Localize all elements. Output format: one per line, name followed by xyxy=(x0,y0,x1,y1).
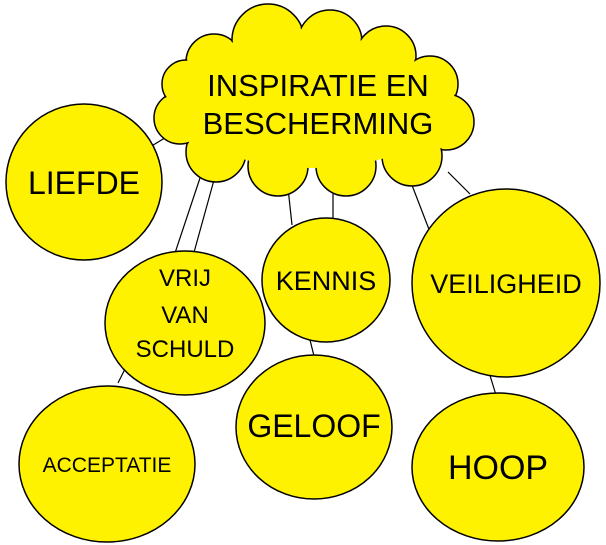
node-kennis: KENNIS xyxy=(261,217,391,343)
cloud-fill xyxy=(155,5,473,195)
connector-root-veiligheid-2 xyxy=(447,171,471,195)
node-veiligheid-label: VEILIGHEID xyxy=(430,269,582,299)
node-geloof: GELOOF xyxy=(235,354,393,500)
root-label-line-1: INSPIRATIE EN xyxy=(207,68,429,103)
connector-root-vrij-1 xyxy=(171,177,201,263)
node-liefde-circle xyxy=(5,103,163,261)
node-vrij-van-schuld-circle xyxy=(104,250,266,396)
node-hoop-label: HOOP xyxy=(448,449,548,487)
node-acceptatie-label: ACCEPTATIE xyxy=(43,454,172,477)
connector-kennis-geloof xyxy=(309,339,315,357)
connector-root-vrij-2 xyxy=(192,179,215,257)
node-vrij-label-line-2: VAN xyxy=(161,302,209,329)
node-veiligheid: VEILIGHEID xyxy=(411,188,601,378)
node-liefde: LIEFDE xyxy=(5,103,163,261)
node-geloof-circle xyxy=(235,354,393,500)
node-kennis-label: KENNIS xyxy=(276,266,377,296)
node-acceptatie-circle xyxy=(18,385,196,543)
node-veiligheid-circle xyxy=(411,188,601,378)
node-liefde-label: LIEFDE xyxy=(28,165,140,201)
node-vrij-label-line-3: SCHULD xyxy=(136,336,235,363)
node-acceptatie: ACCEPTATIE xyxy=(18,385,196,543)
connector-lines xyxy=(117,135,497,396)
connector-root-veiligheid-1 xyxy=(409,179,431,233)
root-cloud-node: INSPIRATIE EN BESCHERMING xyxy=(153,3,475,197)
node-vrij-van-schuld: VRIJ VAN SCHULD xyxy=(104,250,266,396)
node-geloof-label: GELOOF xyxy=(247,408,380,444)
node-vrij-label-line-1: VRIJ xyxy=(159,265,211,292)
node-hoop: HOOP xyxy=(411,392,585,542)
node-hoop-circle xyxy=(411,392,585,542)
node-kennis-circle xyxy=(261,217,391,343)
root-label-line-2: BESCHERMING xyxy=(203,106,434,141)
